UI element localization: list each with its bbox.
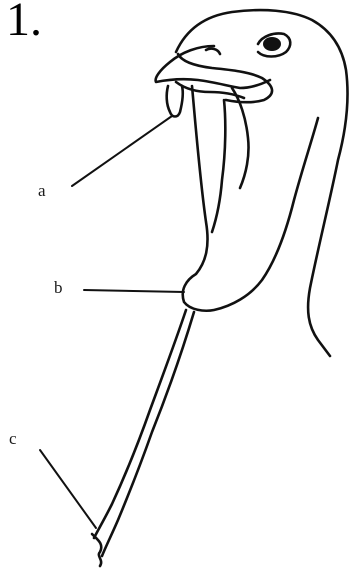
nostril [206, 49, 220, 54]
label-c: c [9, 430, 17, 447]
snood [167, 86, 183, 117]
beard-lines [94, 310, 186, 538]
wattle-inner [212, 100, 225, 232]
label-b: b [54, 279, 63, 296]
wattle-outer [183, 86, 318, 311]
eye-icon [263, 37, 281, 51]
beard-lines-inner [102, 312, 194, 556]
leader-line-b [84, 290, 184, 292]
leader-line-a [72, 116, 172, 186]
leader-line-c [40, 450, 96, 528]
label-a: a [38, 182, 46, 199]
